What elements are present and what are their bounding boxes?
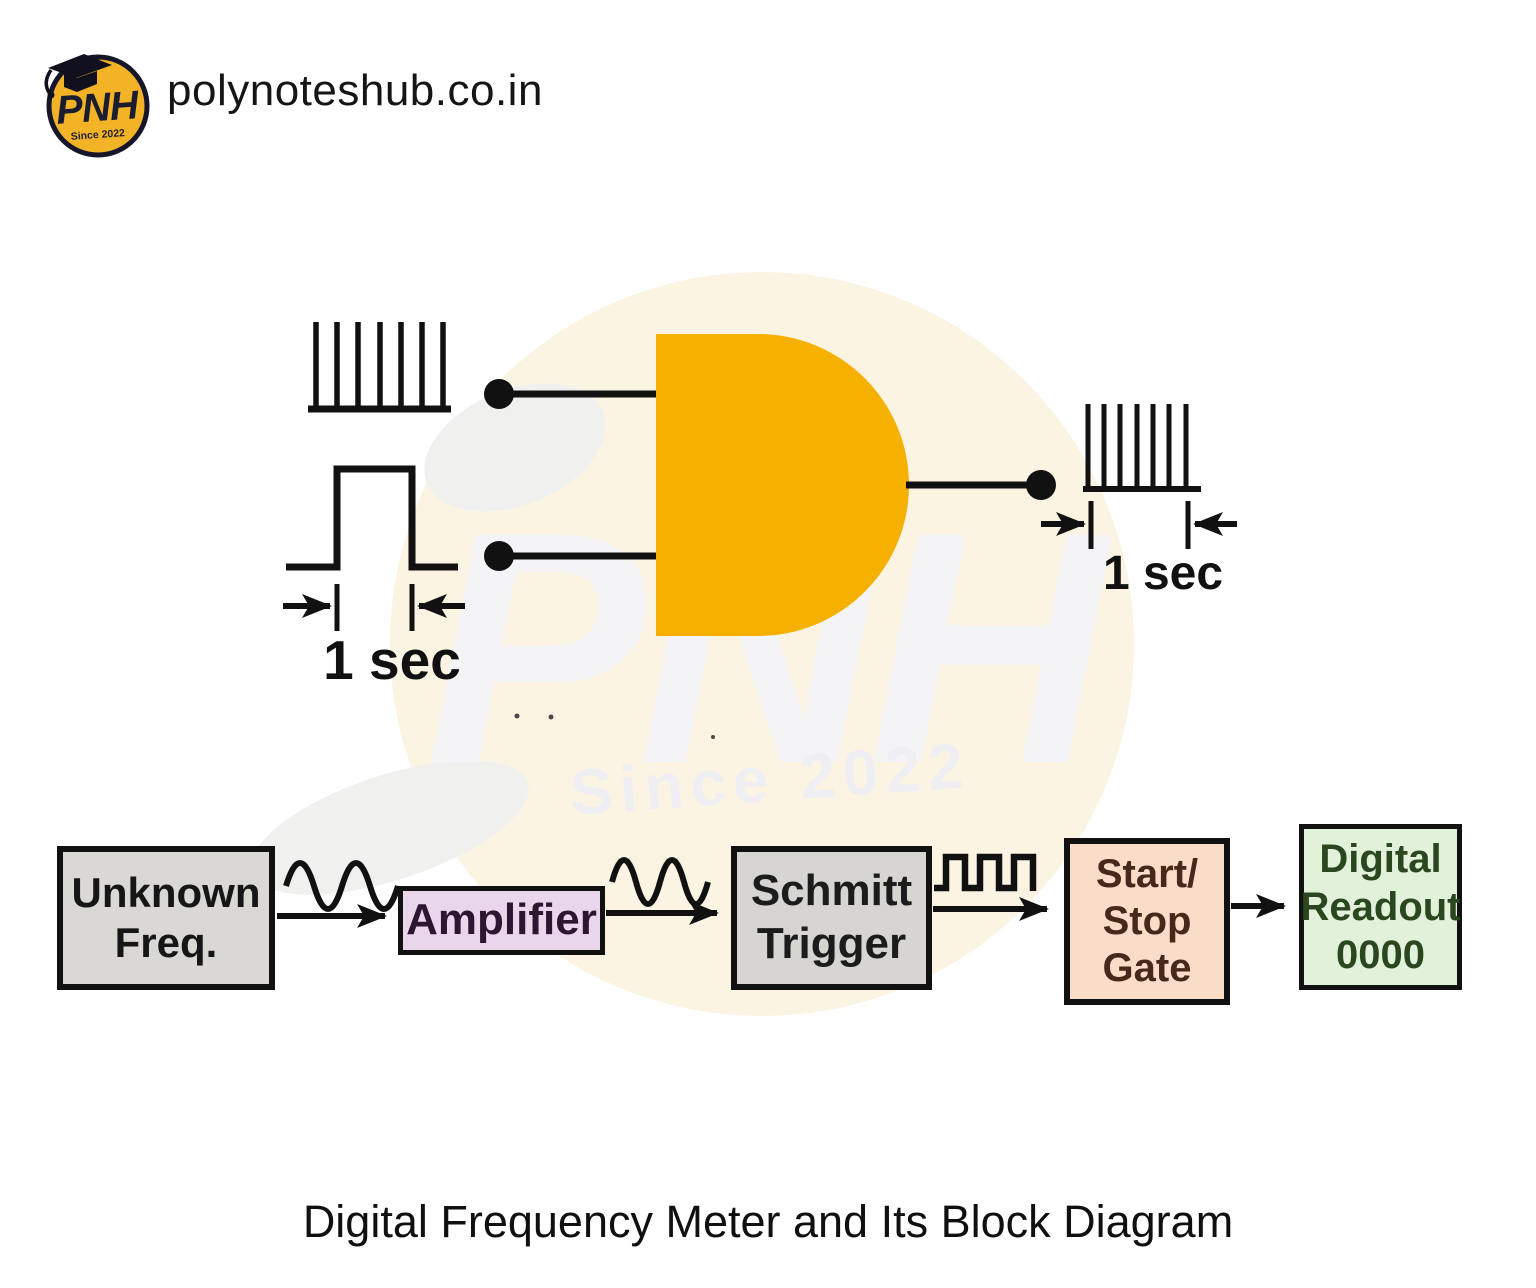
signal-square-wave: [934, 853, 1037, 892]
gate-pulse-dimension-arrows: [283, 584, 465, 631]
block-digital-readout: Digital Readout 0000: [1299, 824, 1462, 990]
and-gate-shape: [656, 334, 909, 636]
output-dimension-arrows: [1041, 501, 1237, 549]
block-unknown-frequency: Unknown Freq.: [57, 846, 275, 990]
site-url-text: polynoteshub.co.in: [167, 66, 543, 115]
gate-input-leads: [484, 379, 658, 571]
logo-monogram-text: PNH: [55, 83, 141, 133]
logo-since-text: Since 2022: [70, 127, 125, 143]
signal-sine-wave-2: [609, 857, 711, 907]
block-amplifier: Amplifier: [398, 886, 605, 955]
block-label-line: Unknown: [71, 868, 261, 916]
block-label-line: Digital: [1319, 837, 1442, 881]
block-label-line: Schmitt: [750, 866, 913, 916]
gate-output-lead: [906, 470, 1056, 500]
scan-artifact-dots: [514, 713, 715, 739]
block-label-line: Trigger: [756, 919, 907, 968]
gate-pulse-width-label: 1 sec: [323, 629, 461, 691]
output-window-label: 1 sec: [1102, 547, 1224, 600]
block-start-stop-gate: Start/ Stop Gate: [1064, 838, 1230, 1005]
block-schmitt-trigger: Schmitt Trigger: [731, 846, 932, 990]
figure-caption: Digital Frequency Meter and Its Block Di…: [302, 1196, 1234, 1247]
gate-pulse-waveform: [286, 465, 458, 571]
block-label-line: Readout: [1300, 885, 1461, 929]
block-label-line: Freq.: [114, 919, 218, 966]
signal-sine-wave-1: [283, 860, 401, 912]
block-label-line: Amplifier: [406, 895, 597, 945]
block-label-line: Stop: [1102, 898, 1192, 943]
input-clock-pulse-train: [308, 322, 451, 413]
graduation-cap-icon: [44, 54, 112, 99]
block-label-line: 0000: [1336, 933, 1425, 977]
output-pulse-train: [1083, 404, 1201, 492]
pnh-logo: PNH Since 2022: [44, 54, 150, 158]
block-label-line: Gate: [1102, 946, 1192, 991]
block-label-line: Start/: [1095, 851, 1199, 896]
